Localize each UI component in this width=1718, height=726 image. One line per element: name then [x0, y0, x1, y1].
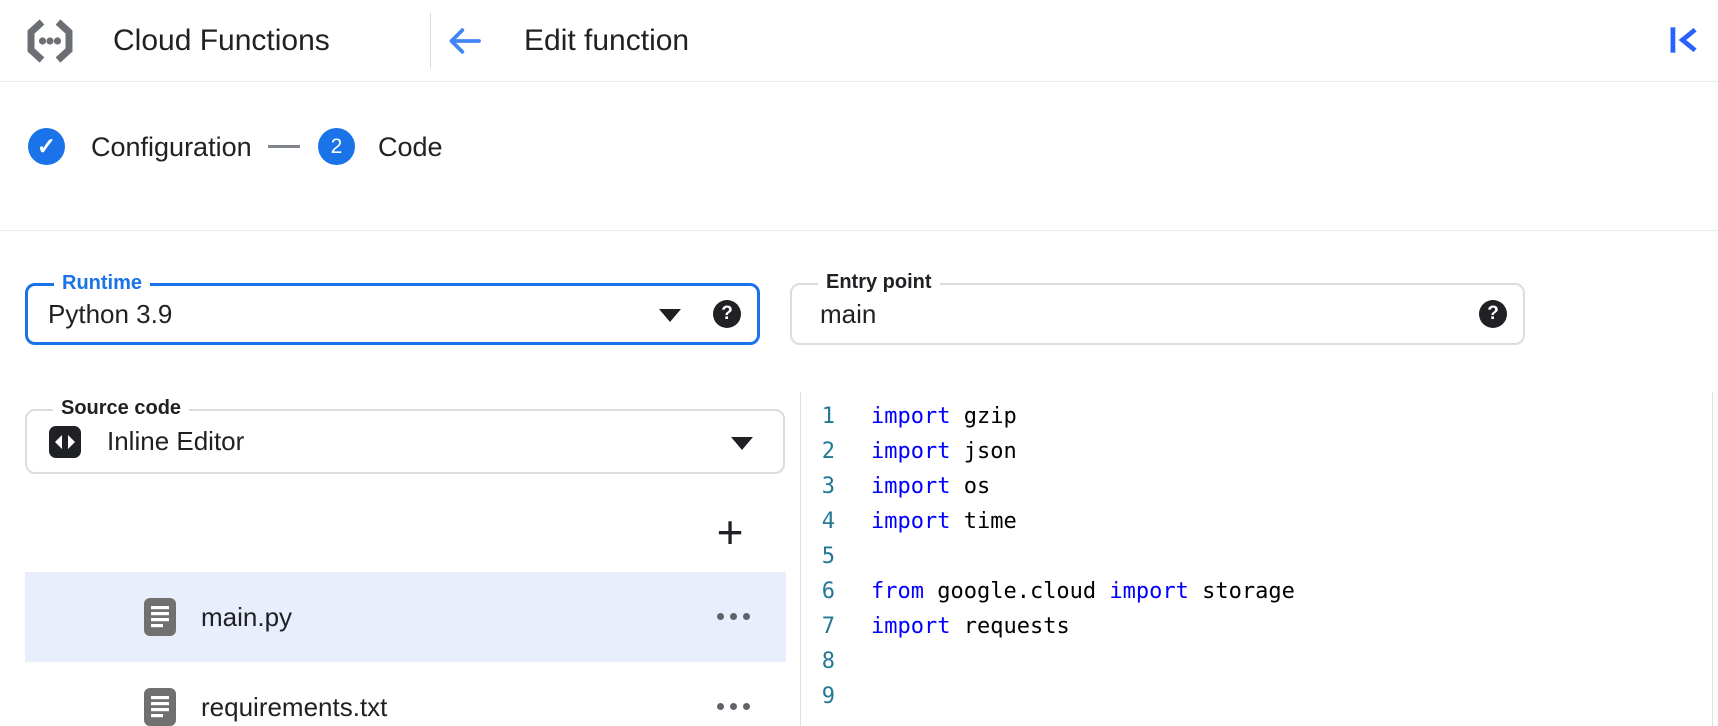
line-number: 6 — [821, 579, 835, 604]
back-button[interactable] — [444, 21, 484, 61]
line-number: 9 — [821, 684, 835, 709]
code-text: import time — [871, 509, 1017, 534]
collapse-panel-icon — [1670, 26, 1697, 53]
code-text: import json — [871, 439, 1017, 464]
code-line[interactable]: 1 import gzip — [801, 399, 1706, 434]
more-horizontal-icon — [717, 703, 724, 710]
file-name: requirements.txt — [201, 691, 388, 722]
code-line[interactable]: 8 — [801, 644, 1706, 679]
code-text: import os — [871, 474, 991, 499]
code-line[interactable]: 7 import requests — [801, 609, 1706, 644]
editor-left-border — [800, 392, 801, 726]
step-code-label[interactable]: Code — [378, 132, 443, 162]
caret-down-icon[interactable] — [659, 309, 681, 322]
more-horizontal-icon — [730, 703, 737, 710]
code-text: import gzip — [871, 404, 1017, 429]
step-configuration-indicator[interactable]: ✓ — [28, 128, 65, 165]
entry-point-label: Entry point — [818, 271, 940, 294]
code-line[interactable]: 9 — [801, 679, 1706, 714]
page-title: Edit function — [524, 24, 690, 57]
more-horizontal-icon — [717, 613, 724, 620]
check-icon: ✓ — [36, 133, 57, 159]
header-divider — [430, 13, 431, 68]
line-number: 2 — [821, 439, 835, 464]
source-code-label: Source code — [53, 397, 190, 420]
file-name: main.py — [201, 601, 293, 632]
file-list: main.py requirements.txt — [25, 572, 786, 726]
code-line[interactable]: 2 import json — [801, 434, 1706, 469]
section-divider — [0, 230, 1718, 231]
entry-point-value: main — [820, 298, 877, 329]
document-icon — [144, 598, 176, 636]
more-horizontal-icon — [730, 613, 737, 620]
code-line[interactable]: 5 — [801, 539, 1706, 574]
app-header: Cloud Functions Edit function — [0, 0, 1718, 82]
step-configuration-label[interactable]: Configuration — [91, 132, 252, 162]
runtime-help-button[interactable]: ? — [713, 300, 741, 328]
code-line[interactable]: 6 from google.cloud import storage — [801, 574, 1706, 609]
file-more-button[interactable] — [717, 613, 750, 620]
file-row[interactable]: requirements.txt — [25, 662, 786, 726]
code-brackets-icon — [49, 425, 81, 458]
more-horizontal-icon — [743, 703, 750, 710]
code-text: import requests — [871, 614, 1070, 639]
arrow-back-icon — [449, 28, 481, 54]
line-number: 8 — [821, 649, 835, 674]
line-number: 3 — [821, 474, 835, 499]
runtime-label: Runtime — [54, 272, 150, 295]
runtime-value: Python 3.9 — [48, 298, 173, 329]
file-row[interactable]: main.py — [25, 572, 786, 662]
step-number: 2 — [330, 135, 343, 158]
code-line[interactable]: 3 import os — [801, 469, 1706, 504]
add-file-button[interactable]: + — [706, 508, 754, 556]
entry-point-field[interactable]: Entry point main ? — [790, 271, 1525, 345]
runtime-select[interactable]: Runtime Python 3.9 ? — [25, 272, 760, 345]
line-number: 7 — [821, 614, 835, 639]
step-connector — [268, 145, 300, 148]
more-horizontal-icon — [743, 613, 750, 620]
code-text: from google.cloud import storage — [871, 579, 1295, 604]
entry-point-help-button[interactable]: ? — [1479, 300, 1507, 328]
caret-down-icon[interactable] — [731, 436, 753, 450]
code-editor[interactable]: 1 import gzip 2 import json 3 import os 4 impor… — [801, 399, 1706, 726]
code-line[interactable]: 4 import time — [801, 504, 1706, 539]
line-number: 4 — [821, 509, 835, 534]
collapse-panel-button[interactable] — [1662, 19, 1706, 63]
source-code-value: Inline Editor — [107, 426, 245, 456]
line-number: 5 — [821, 544, 835, 569]
source-code-select[interactable]: Source code Inline Editor — [25, 397, 785, 474]
cloud-functions-logo-icon — [27, 19, 73, 63]
file-more-button[interactable] — [717, 703, 750, 710]
step-code-indicator[interactable]: 2 — [318, 128, 355, 165]
line-number: 1 — [821, 404, 835, 429]
editor-scrollbar-track[interactable] — [1712, 392, 1713, 726]
document-icon — [144, 688, 176, 726]
product-name: Cloud Functions — [113, 24, 330, 57]
